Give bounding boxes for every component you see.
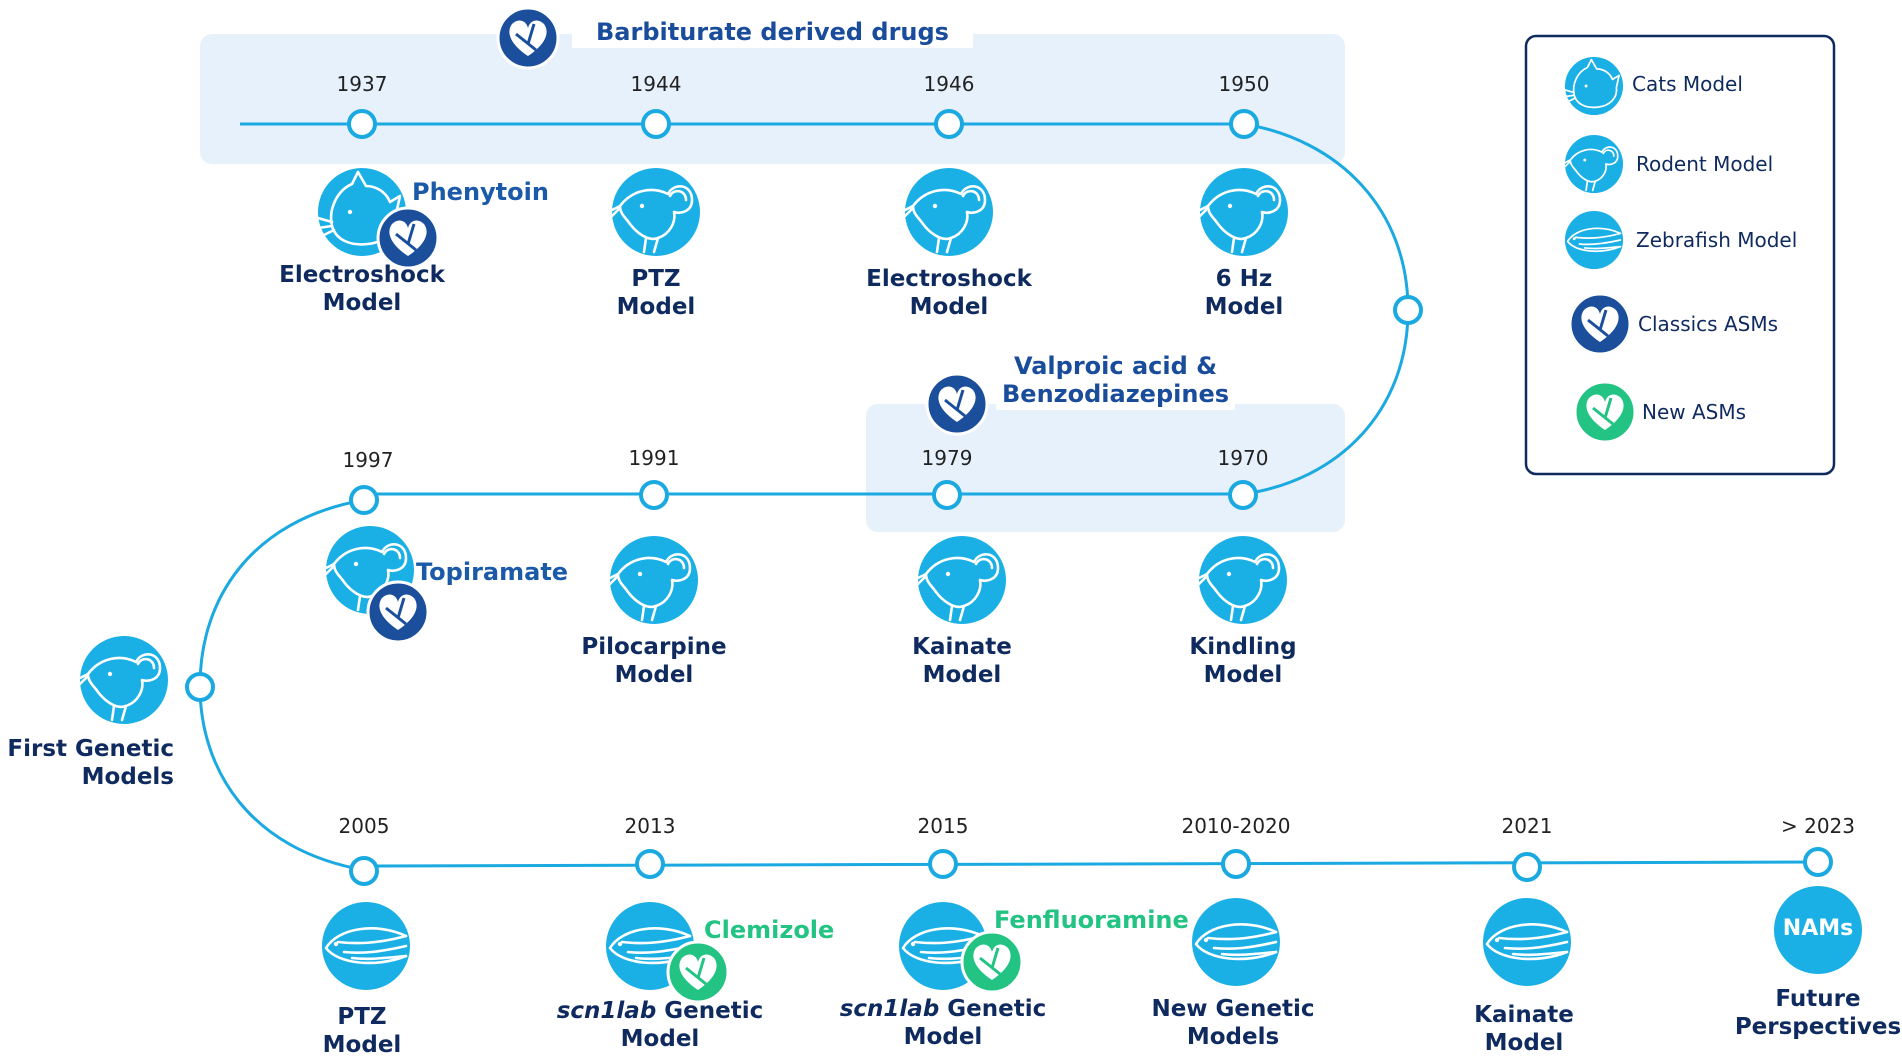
nams-circle: [1774, 886, 1862, 974]
valproic-title-line1: Valproic acid &: [1013, 352, 1218, 380]
rodent-icon: [1197, 534, 1289, 626]
node-1946: [934, 109, 964, 139]
zebrafish-icon: [320, 900, 412, 992]
node-2023: [1803, 847, 1833, 877]
node-1997: [349, 485, 379, 515]
node-2005: [349, 856, 379, 886]
model-label-scn1lab-2015: scn1lab Genetic Model: [839, 996, 1047, 1050]
year-1991: 1991: [628, 446, 680, 470]
classic-pill-heart-icon: [376, 206, 440, 270]
legend-cats-model: Cats Model: [1632, 72, 1743, 96]
rodent-icon: [903, 166, 995, 258]
zebrafish-icon: [1190, 896, 1282, 988]
year-1944: 1944: [630, 72, 682, 96]
year-1979: 1979: [921, 446, 973, 470]
node-curve-right: [1393, 295, 1423, 325]
barbiturate-band-title: Barbiturate derived drugs: [572, 16, 973, 48]
classic-pill-heart-icon: [1568, 292, 1632, 356]
barbiturate-band-classic-icon: [496, 6, 560, 70]
year-1937: 1937: [336, 72, 388, 96]
cat-icon: [1564, 56, 1624, 116]
year-2010-2020: 2010-2020: [1181, 814, 1291, 838]
year-2013: 2013: [624, 814, 676, 838]
zebrafish-icon: [1481, 896, 1573, 988]
drug-label-fenfluoramine: Fenfluoramine: [994, 906, 1189, 934]
node-1944: [641, 109, 671, 139]
node-genetic: [185, 672, 215, 702]
year-1946: 1946: [923, 72, 975, 96]
valproic-title-line2: Benzodiazepines: [1002, 380, 1230, 408]
node-2021: [1512, 852, 1542, 882]
valproic-band: [866, 404, 1345, 532]
node-1970: [1228, 480, 1258, 510]
node-2015: [928, 849, 958, 879]
year-1997: 1997: [342, 448, 394, 472]
valproic-band-classic-icon: [925, 372, 989, 436]
model-label-scn1lab-2013: scn1lab Genetic Model: [556, 998, 764, 1052]
legend-rodent-model: Rodent Model: [1636, 152, 1774, 176]
year-2021: 2021: [1501, 814, 1553, 838]
rodent-icon: [1564, 134, 1624, 194]
zebrafish-icon: [1564, 210, 1624, 270]
classic-pill-heart-icon: [366, 580, 430, 644]
drug-label-topiramate: Topiramate: [416, 558, 569, 586]
rodent-icon: [1198, 166, 1290, 258]
legend-new-asms: New ASMs: [1642, 400, 1747, 424]
node-2010-2020: [1221, 849, 1251, 879]
new-pill-heart-icon: [666, 940, 730, 1004]
rodent-icon: [916, 534, 1008, 626]
barbiturate-band: [200, 34, 1345, 164]
rodent-icon: [608, 534, 700, 626]
legend-classics-asms: Classics ASMs: [1638, 312, 1778, 336]
node-1991: [639, 480, 669, 510]
node-1979: [932, 480, 962, 510]
node-1950: [1229, 109, 1259, 139]
year-2015: 2015: [917, 814, 969, 838]
new-pill-heart-icon: [960, 930, 1024, 994]
nams-label: NAMs: [1782, 916, 1854, 941]
drug-label-phenytoin: Phenytoin: [412, 178, 549, 206]
year-1950: 1950: [1218, 72, 1270, 96]
year-1970: 1970: [1217, 446, 1269, 470]
node-1937: [347, 109, 377, 139]
drug-label-clemizole: Clemizole: [704, 916, 835, 944]
node-2013: [635, 849, 665, 879]
rodent-icon: [610, 166, 702, 258]
year-2005: 2005: [338, 814, 390, 838]
new-pill-heart-icon: [1573, 380, 1637, 444]
valproic-band-title: Valproic acid & Benzodiazepines: [996, 350, 1236, 410]
rodent-icon: [78, 634, 170, 726]
year-2023: > 2023: [1780, 814, 1855, 838]
timeline-nodes: [185, 109, 1833, 886]
legend-zebrafish-model: Zebrafish Model: [1636, 228, 1798, 252]
